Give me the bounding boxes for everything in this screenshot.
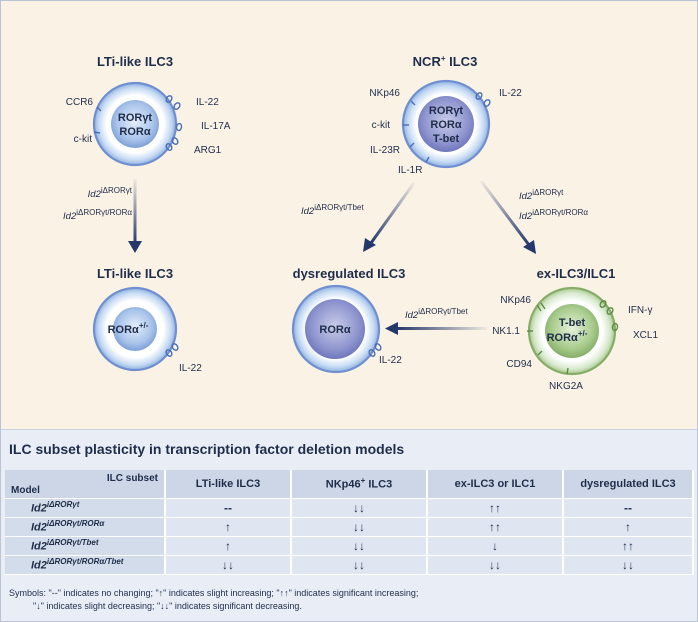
table-cell: ↑ — [165, 517, 292, 537]
arrow-lti — [128, 179, 142, 253]
ncr-core-1: RORγt — [429, 105, 464, 117]
ncr-marker-il22: IL-22 — [499, 88, 522, 99]
lti-top-marker-il22: IL-22 — [196, 97, 219, 108]
table-cell: -- — [165, 498, 292, 518]
ex-ilc3-marker-nkg2a: NKG2A — [549, 381, 583, 392]
lti-top-title: LTi-like ILC3 — [97, 54, 173, 69]
table-row: Id2iΔRORγt/RORα ↑ ↓↓ ↑↑ ↑ — [5, 517, 694, 537]
column-header-ex-ilc3: ex-ILC3 or ILC1 — [427, 470, 564, 499]
table-cell: ↓↓ — [563, 555, 694, 575]
dysregulated-ilc3-cell: dysregulated ILC3 RORα IL-22 — [291, 266, 406, 374]
table-cell: ↓↓ — [291, 555, 428, 575]
symbols-legend: Symbols: "--" indicates no changing; "↑"… — [9, 587, 689, 613]
table-row: Id2iΔRORγt/RORα/Tbet ↓↓ ↓↓ ↓↓ ↓↓ — [5, 555, 694, 575]
table-header-row: ILC subset Model LTi-like ILC3 NKp46+ IL… — [5, 470, 694, 499]
legend-line-1: Symbols: "--" indicates no changing; "↑"… — [9, 588, 419, 598]
dysregulated-title: dysregulated ILC3 — [293, 266, 406, 281]
arrow-lti-label-1: Id2iΔRORγt — [88, 186, 133, 200]
arrow-to-ex-label-1: Id2iΔRORγt — [519, 188, 564, 202]
table-cell: ↓↓ — [427, 555, 564, 575]
ncr-core-2: RORα — [430, 119, 461, 131]
table-cell: ↑ — [165, 536, 292, 556]
plasticity-table: ILC subset Model LTi-like ILC3 NKp46+ IL… — [5, 470, 694, 575]
table-cell: -- — [563, 498, 694, 518]
row-model-label: Id2iΔRORγt/RORα/Tbet — [5, 555, 166, 575]
table-cell: ↑↑ — [563, 536, 694, 556]
column-header-lti: LTi-like ILC3 — [165, 470, 292, 499]
column-header-dysregulated: dysregulated ILC3 — [563, 470, 694, 499]
lti-ilc3-top-cell: LTi-like ILC3 RORγt RORα CCR6 c-kit IL-2… — [66, 54, 231, 167]
ex-ilc3-marker-cd94: CD94 — [506, 359, 532, 370]
table-cell: ↓ — [427, 536, 564, 556]
lti-top-core-2: RORα — [119, 126, 150, 138]
lti-top-marker-arg1: ARG1 — [194, 145, 222, 156]
ncr-marker-il1r: IL-1R — [398, 165, 422, 176]
table-cell: ↓↓ — [291, 498, 428, 518]
row-model-label: Id2iΔRORγt/RORα — [5, 517, 166, 537]
ncr-nucleus — [418, 96, 474, 152]
lti-bottom-title: LTi-like ILC3 — [97, 266, 173, 281]
table-cell: ↑ — [563, 517, 694, 537]
lti-bottom-marker-il22: IL-22 — [179, 363, 202, 374]
ex-ilc3-title: ex-ILC3/ILC1 — [537, 266, 616, 281]
table-cell: ↓↓ — [165, 555, 292, 575]
arrow-ncr-to-ex — [479, 180, 536, 254]
ex-ilc3-core-1: T-bet — [559, 317, 586, 329]
row-model-label: Id2iΔRORγt/Tbet — [5, 536, 166, 556]
diagram-svg: LTi-like ILC3 RORγt RORα CCR6 c-kit IL-2… — [63, 54, 658, 392]
arrow-ex-to-dysregulated — [385, 322, 487, 335]
dysregulated-core: RORα — [319, 324, 350, 336]
row-model-label: Id2iΔRORγt — [5, 498, 166, 518]
lti-top-nucleus — [111, 100, 159, 148]
table-cell: ↓↓ — [291, 517, 428, 537]
dysregulated-marker-il22: IL-22 — [379, 355, 402, 366]
lti-top-marker-il17a: IL-17A — [201, 121, 231, 132]
table-row: Id2iΔRORγt -- ↓↓ ↑↑ -- — [5, 498, 694, 518]
arrow-lti-label-2: Id2iΔRORγt/RORα — [63, 208, 132, 222]
table-row: Id2iΔRORγt/Tbet ↑ ↓↓ ↓ ↑↑ — [5, 536, 694, 556]
dysregulated-receptors — [368, 343, 382, 357]
ncr-marker-il23r: IL-23R — [370, 145, 400, 156]
ncr-core-3: T-bet — [433, 133, 460, 145]
ex-ilc3-nucleus — [545, 304, 599, 358]
ncr-marker-nkp46: NKp46 — [369, 88, 400, 99]
arrow-ncr-to-dysregulated — [363, 182, 416, 252]
legend-line-2: "↓" indicates slight decreasing; "↓↓" in… — [33, 601, 302, 611]
ex-ilc3-marker-xcl1: XCL1 — [633, 330, 658, 341]
ncr-ilc3-cell: NCR+ ILC3 RORγt RORα T-bet NKp46 c-kit I… — [369, 54, 522, 176]
ilc-plasticity-diagram: LTi-like ILC3 RORγt RORα CCR6 c-kit IL-2… — [1, 1, 697, 429]
lti-ilc3-bottom-cell: LTi-like ILC3 RORα+/- IL-22 — [92, 266, 202, 374]
lti-top-marker-ccr6: CCR6 — [66, 97, 94, 108]
ex-ilc3-core-2: RORα+/- — [547, 329, 588, 344]
ex-ilc3-marker-nk11: NK1.1 — [492, 326, 520, 337]
column-header-nkp46: NKp46+ ILC3 — [291, 470, 428, 499]
ncr-receptors — [403, 92, 491, 163]
corner-ilc-subset-label: ILC subset — [106, 473, 158, 484]
table-title: ILC subset plasticity in transcription f… — [9, 441, 405, 457]
ncr-marker-ckit: c-kit — [372, 120, 391, 131]
lti-top-core-1: RORγt — [118, 112, 153, 124]
arrow-ex-to-dysregulated-label: Id2iΔRORγt/Tbet — [405, 307, 468, 321]
arrow-to-dysregulated-label: Id2iΔRORγt/Tbet — [301, 203, 364, 217]
table-cell: ↑↑ — [427, 498, 564, 518]
ex-ilc3-marker-ifng: IFN-γ — [628, 305, 652, 316]
lti-top-receptors — [93, 95, 183, 151]
lti-bottom-core: RORα+/- — [108, 321, 149, 336]
lti-top-marker-ckit: c-kit — [74, 134, 93, 145]
ex-ilc3-marker-nkp46: NKp46 — [500, 295, 531, 306]
lti-bottom-nucleus — [113, 307, 157, 351]
plasticity-table-panel: ILC subset plasticity in transcription f… — [1, 429, 697, 621]
dysregulated-nucleus — [305, 299, 365, 359]
arrow-to-ex-label-2: Id2iΔRORγt/RORα — [519, 208, 588, 222]
table-cell: ↑↑ — [427, 517, 564, 537]
lti-bottom-receptors — [165, 343, 179, 357]
ex-ilc3-receptors — [527, 300, 619, 375]
ncr-title: NCR+ ILC3 — [413, 54, 478, 69]
table-corner-cell: ILC subset Model — [5, 470, 166, 499]
table-cell: ↓↓ — [291, 536, 428, 556]
ex-ilc3-ilc1-cell: ex-ILC3/ILC1 T-bet RORα+/- NKp46 NK1.1 — [492, 266, 658, 392]
corner-model-label: Model — [11, 484, 40, 496]
